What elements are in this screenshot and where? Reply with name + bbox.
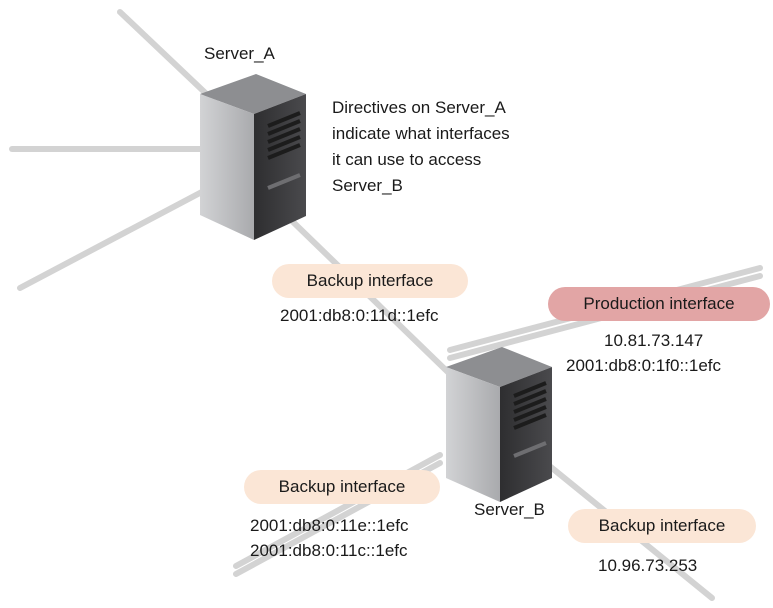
server-a-icon: [200, 74, 306, 240]
note-line: Server_B: [332, 176, 403, 195]
note-line: it can use to access: [332, 150, 482, 169]
server-b-label: Server_B: [474, 500, 545, 519]
directives-note: Directives on Server_A indicate what int…: [332, 95, 510, 199]
server-a-label: Server_A: [204, 44, 275, 63]
b-backup-right-interface-badge: Backup interface: [568, 509, 756, 543]
link-a-lower-left: [17, 182, 218, 291]
a-backup-interface-badge: Backup interface: [272, 264, 468, 298]
note-line: indicate what interfaces: [332, 124, 510, 143]
b-backup-right-address: 10.96.73.253: [598, 556, 698, 575]
b-backup-left-address-2: 2001:db8:0:11c::1efc: [250, 541, 408, 560]
a-backup-address: 2001:db8:0:11d::1efc: [280, 306, 439, 325]
server-b-icon: [446, 347, 552, 502]
b-backup-left-interface-badge: Backup interface: [244, 470, 440, 504]
b-production-interface-badge: Production interface: [548, 287, 770, 321]
b-production-address-ipv6: 2001:db8:0:1f0::1efc: [566, 356, 722, 375]
b-backup-left-address-1: 2001:db8:0:11e::1efc: [250, 516, 409, 535]
note-line: Directives on Server_A: [332, 98, 506, 117]
b-production-address-ipv4: 10.81.73.147: [604, 331, 704, 350]
